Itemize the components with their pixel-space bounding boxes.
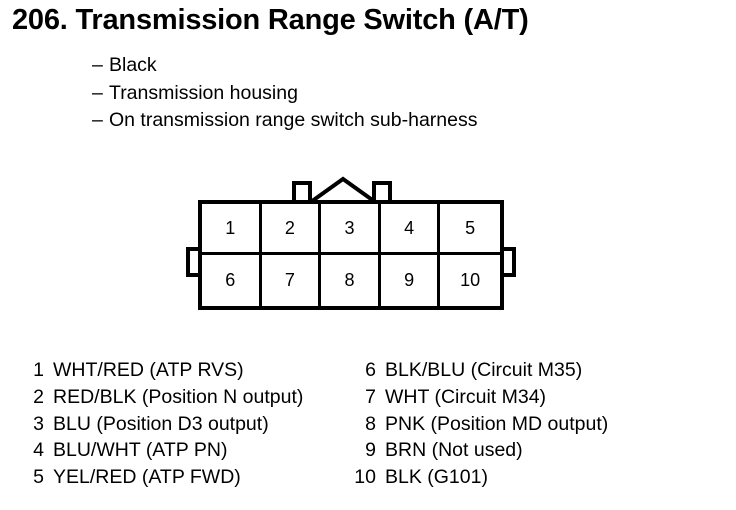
dash-bullet-icon: – bbox=[92, 54, 103, 76]
pin-cell: 6 bbox=[202, 255, 262, 306]
legend-text: BLK (G101) bbox=[385, 466, 488, 489]
page-title: 206. Transmission Range Switch (A/T) bbox=[12, 4, 529, 36]
legend-text: BRN (Not used) bbox=[385, 439, 523, 462]
legend-number: 3 bbox=[33, 412, 44, 435]
legend-number: 4 bbox=[33, 439, 44, 462]
legend-item: 1 WHT/RED (ATP RVS) bbox=[18, 357, 303, 384]
pin-legend-right: 6 BLK/BLU (Circuit M35) 7 WHT (Circuit M… bbox=[350, 357, 608, 491]
legend-item: 7 WHT (Circuit M34) bbox=[350, 384, 608, 411]
legend-number: 8 bbox=[365, 412, 376, 435]
note-item: –Black bbox=[92, 52, 478, 80]
connector-body bbox=[198, 200, 504, 310]
note-text: Black bbox=[109, 54, 157, 76]
legend-item: 3 BLU (Position D3 output) bbox=[18, 411, 303, 438]
pin-legend-left: 1 WHT/RED (ATP RVS) 2 RED/BLK (Position … bbox=[18, 357, 303, 491]
legend-number: 6 bbox=[365, 359, 376, 381]
pin-cell: 7 bbox=[262, 255, 322, 306]
legend-text: YEL/RED (ATP FWD) bbox=[53, 466, 241, 489]
legend-number: 9 bbox=[365, 439, 376, 462]
connector-tab-left-icon bbox=[186, 247, 200, 277]
pin-cell: 5 bbox=[440, 204, 500, 255]
dash-bullet-icon: – bbox=[92, 81, 103, 104]
connector-tab-right-icon bbox=[502, 247, 516, 277]
latch-roof-icon bbox=[306, 176, 380, 206]
legend-number: 5 bbox=[33, 466, 44, 489]
pin-cell: 9 bbox=[381, 255, 441, 306]
notes-list: –Black –Transmission housing –On transmi… bbox=[92, 52, 478, 135]
pin-grid: 1 2 3 4 5 6 7 8 9 10 bbox=[202, 204, 500, 306]
legend-item: 6 BLK/BLU (Circuit M35) bbox=[350, 357, 608, 384]
note-text: On transmission range switch sub-harness bbox=[109, 109, 478, 132]
pin-cell: 10 bbox=[460, 270, 481, 290]
legend-item: 2 RED/BLK (Position N output) bbox=[18, 384, 303, 411]
legend-item: 4 BLU/WHT (ATP PN) bbox=[18, 437, 303, 464]
legend-text: BLK/BLU (Circuit M35) bbox=[385, 359, 583, 381]
pin-cell: 2 bbox=[261, 204, 322, 255]
connector-diagram: 1 2 3 4 5 6 7 8 9 10 bbox=[186, 175, 516, 320]
legend-text: BLU/WHT (ATP PN) bbox=[53, 439, 228, 462]
pin-cell: 1 bbox=[202, 204, 262, 255]
note-item: –Transmission housing bbox=[92, 80, 478, 108]
pin-cell: 4 bbox=[380, 204, 441, 255]
legend-text: PNK (Position MD output) bbox=[385, 412, 609, 435]
legend-item: 5 YEL/RED (ATP FWD) bbox=[18, 464, 303, 491]
legend-number: 7 bbox=[365, 385, 376, 408]
legend-number: 2 bbox=[33, 385, 44, 408]
legend-item: 8 PNK (Position MD output) bbox=[350, 411, 608, 438]
dash-bullet-icon: – bbox=[92, 109, 103, 132]
pin-cell: 8 bbox=[321, 255, 381, 306]
note-item: –On transmission range switch sub-harnes… bbox=[92, 107, 478, 135]
legend-text: WHT/RED (ATP RVS) bbox=[53, 359, 244, 381]
legend-item: 9 BRN (Not used) bbox=[350, 437, 608, 464]
pin-cell: 3 bbox=[321, 204, 381, 255]
legend-item: 10 BLK (G101) bbox=[350, 464, 608, 491]
legend-text: BLU (Position D3 output) bbox=[53, 412, 269, 435]
legend-number: 1 bbox=[33, 359, 44, 381]
legend-number: 10 bbox=[354, 466, 376, 489]
legend-text: WHT (Circuit M34) bbox=[385, 385, 547, 408]
legend-text: RED/BLK (Position N output) bbox=[53, 385, 304, 408]
note-text: Transmission housing bbox=[109, 81, 298, 104]
